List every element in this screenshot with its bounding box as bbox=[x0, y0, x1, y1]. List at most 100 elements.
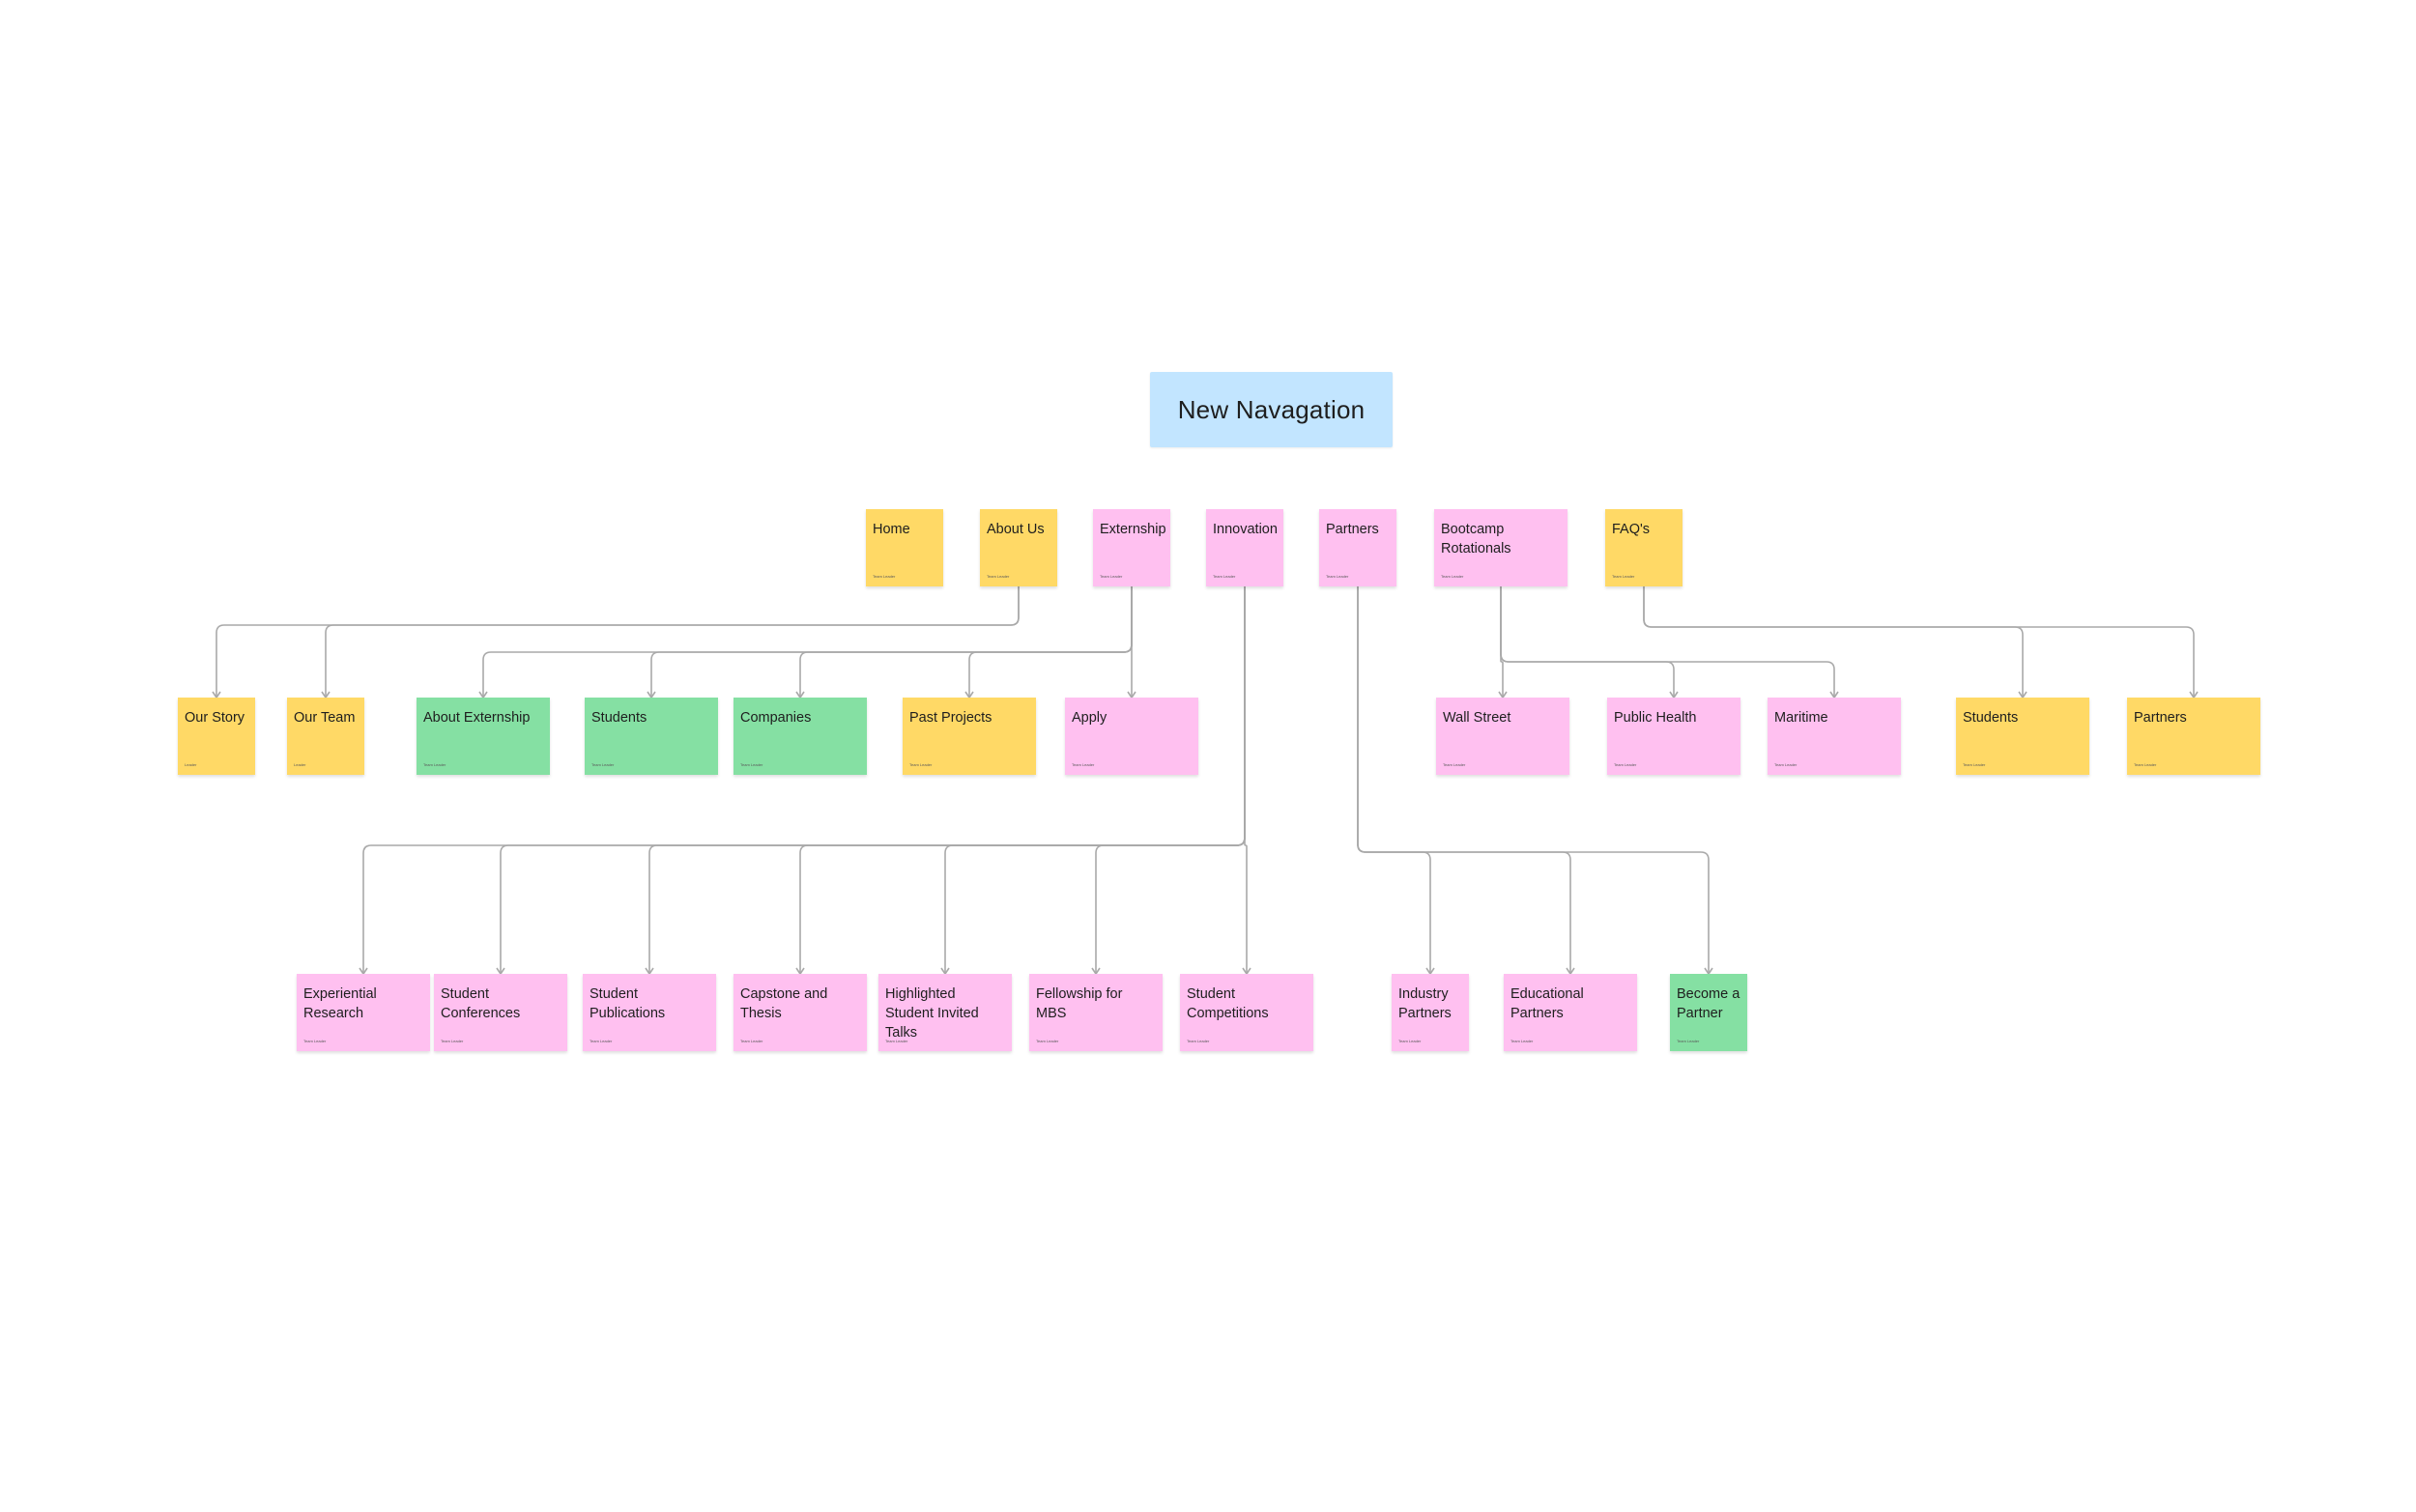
connector-innovation-to-capstone-thesis[interactable] bbox=[799, 586, 1246, 974]
sticky-label: Home bbox=[873, 522, 910, 537]
sticky-label: Maritime bbox=[1774, 710, 1828, 726]
sticky-author: Team Leader bbox=[1100, 574, 1123, 579]
sticky-author: Team Leader bbox=[441, 1039, 464, 1043]
sticky-author: Team Leader bbox=[1072, 762, 1095, 767]
sticky-label: Bootcamp Rotationals bbox=[1441, 522, 1511, 556]
sticky-label: Apply bbox=[1072, 710, 1107, 726]
sticky-label: Experiential Research bbox=[303, 986, 377, 1021]
sticky-label: Students bbox=[1963, 710, 2019, 726]
connector-faqs-to-students-faq[interactable] bbox=[1643, 586, 2024, 698]
sticky-author: Team Leader bbox=[885, 1039, 908, 1043]
sticky-label: Industry Partners bbox=[1398, 986, 1452, 1021]
title-box[interactable]: New Navagation bbox=[1150, 372, 1393, 447]
sticky-label: Public Health bbox=[1614, 710, 1697, 726]
sticky-label: Student Publications bbox=[590, 986, 666, 1021]
connector-about-us-to-our-story[interactable] bbox=[216, 586, 1020, 698]
sticky-author: Team Leader bbox=[1774, 762, 1798, 767]
sticky-label: About Externship bbox=[423, 710, 531, 726]
sticky-author: Leader bbox=[294, 762, 306, 767]
connector-bootcamp-rotationals-to-wall-street[interactable] bbox=[1500, 586, 1504, 698]
sticky-author: Team Leader bbox=[1614, 762, 1637, 767]
sticky-label: Capstone and Thesis bbox=[740, 986, 828, 1021]
sticky-label: Past Projects bbox=[909, 710, 992, 726]
connector-innovation-to-fellowship-mbs[interactable] bbox=[1095, 586, 1246, 974]
sticky-label: Our Team bbox=[294, 710, 356, 726]
connector-bootcamp-rotationals-to-maritime[interactable] bbox=[1500, 586, 1835, 698]
sticky-author: Team Leader bbox=[590, 1039, 613, 1043]
connector-innovation-to-student-conferences[interactable] bbox=[500, 586, 1246, 974]
board-title: New Navagation bbox=[1177, 394, 1366, 424]
connector-externship-to-about-externship[interactable] bbox=[482, 586, 1133, 698]
connector-externship-to-students-ext[interactable] bbox=[650, 586, 1133, 698]
sticky-label: Partners bbox=[1326, 522, 1379, 537]
connector-innovation-to-experiential-research[interactable] bbox=[362, 586, 1246, 974]
sticky-author: Team Leader bbox=[1187, 1039, 1210, 1043]
connector-bootcamp-rotationals-to-public-health[interactable] bbox=[1500, 586, 1675, 698]
sticky-label: Innovation bbox=[1213, 522, 1278, 537]
sticky-author: Team Leader bbox=[1677, 1039, 1700, 1043]
sticky-author: Team Leader bbox=[1398, 1039, 1422, 1043]
connector-partners-to-become-partner[interactable] bbox=[1357, 586, 1710, 974]
sticky-author: Team Leader bbox=[2134, 762, 2157, 767]
sticky-author: Team Leader bbox=[873, 574, 896, 579]
sticky-author: Team Leader bbox=[1213, 574, 1236, 579]
connector-about-us-to-our-team[interactable] bbox=[325, 586, 1020, 698]
sticky-author: Team Leader bbox=[740, 762, 763, 767]
sticky-label: Student Competitions bbox=[1187, 986, 1269, 1021]
sticky-author: Team Leader bbox=[1612, 574, 1635, 579]
connector-externship-to-companies[interactable] bbox=[799, 586, 1133, 698]
sticky-label: Highlighted Student Invited Talks bbox=[885, 986, 979, 1041]
sticky-label: Our Story bbox=[185, 710, 245, 726]
connector-innovation-to-student-publications[interactable] bbox=[648, 586, 1246, 974]
sticky-label: Wall Street bbox=[1443, 710, 1511, 726]
sticky-author: Team Leader bbox=[987, 574, 1010, 579]
connector-innovation-to-highlighted-talks[interactable] bbox=[944, 586, 1246, 974]
sticky-author: Team Leader bbox=[740, 1039, 763, 1043]
sticky-author: Team Leader bbox=[1441, 574, 1464, 579]
connector-faqs-to-partners-faq[interactable] bbox=[1643, 586, 2195, 698]
connector-innovation-to-student-competitions[interactable] bbox=[1244, 586, 1248, 974]
sticky-label: Students bbox=[591, 710, 647, 726]
sticky-author: Team Leader bbox=[591, 762, 615, 767]
connector-partners-to-educational-partners[interactable] bbox=[1357, 586, 1571, 974]
sticky-label: Fellowship for MBS bbox=[1036, 986, 1123, 1021]
sticky-author: Team Leader bbox=[909, 762, 933, 767]
sticky-author: Team Leader bbox=[1963, 762, 1986, 767]
connector-partners-to-industry-partners[interactable] bbox=[1357, 586, 1431, 974]
sticky-author: Team Leader bbox=[423, 762, 446, 767]
sticky-label: Become a Partner bbox=[1677, 986, 1740, 1021]
sticky-label: Educational Partners bbox=[1510, 986, 1584, 1021]
sticky-label: Partners bbox=[2134, 710, 2187, 726]
connector-externship-to-past-projects[interactable] bbox=[968, 586, 1133, 698]
